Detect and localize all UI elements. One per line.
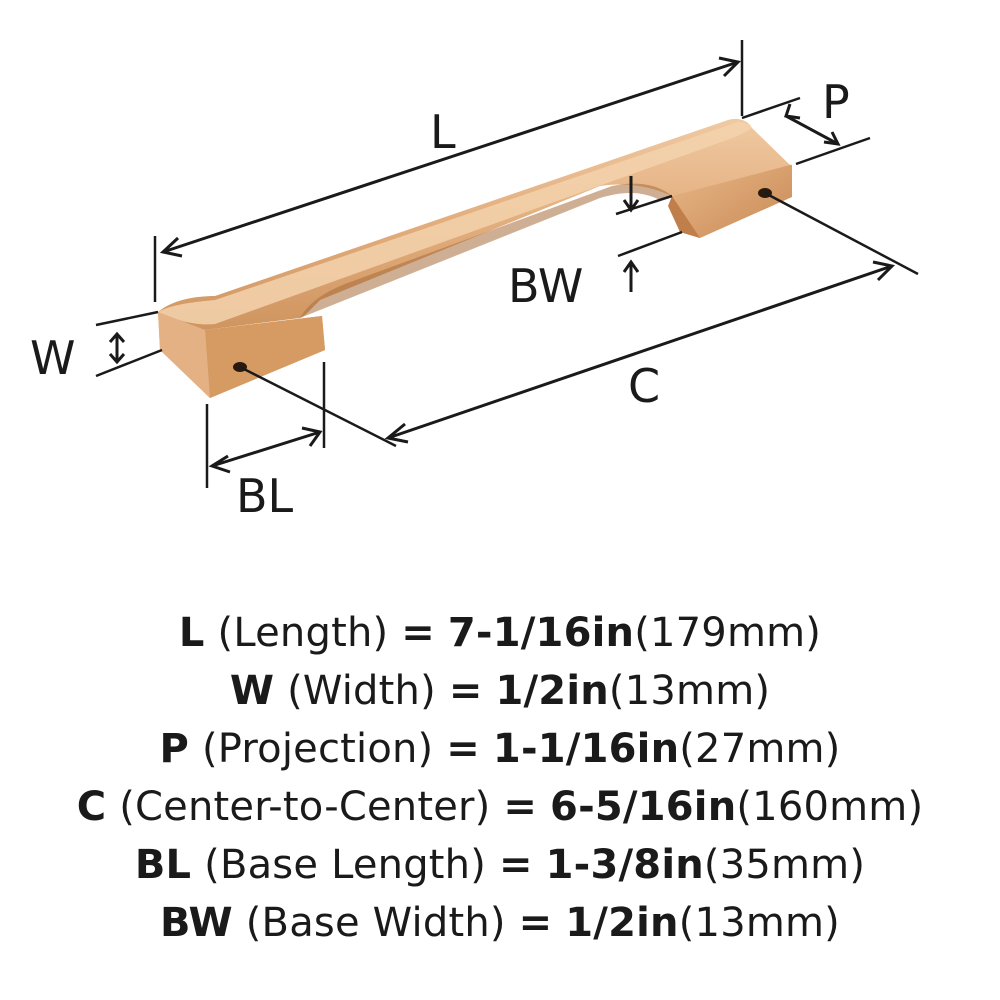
spec-base-width: BW (Base Width) = 1/2in(13mm) — [0, 894, 1000, 952]
spec-value: 1-3/8in — [545, 842, 704, 888]
spec-name: (Center-to-Center) — [119, 784, 491, 830]
cabinet-pull-illustration — [158, 118, 792, 398]
spec-equals: = — [446, 726, 480, 772]
label-C: C — [628, 359, 660, 413]
spec-value: 1/2in — [495, 668, 609, 714]
label-BW: BW — [508, 259, 583, 313]
spec-metric: (35mm) — [703, 842, 866, 888]
spec-label: W — [229, 668, 275, 714]
spec-name: (Base Width) — [245, 900, 506, 946]
spec-equals: = — [518, 900, 553, 946]
dimension-lines — [95, 40, 919, 488]
spec-label: C — [76, 784, 107, 830]
spec-name: (Length) — [217, 610, 389, 656]
spec-metric: (13mm) — [608, 668, 771, 714]
spec-metric: (160mm) — [736, 784, 924, 830]
spec-metric: (179mm) — [634, 610, 822, 656]
spec-metric: (13mm) — [678, 900, 840, 946]
right-base-side — [668, 196, 700, 238]
spec-equals: = — [401, 610, 435, 656]
spec-equals: = — [503, 784, 538, 830]
spec-length: L (Length) = 7-1/16in(179mm) — [0, 604, 1000, 662]
spec-label: L — [178, 610, 205, 656]
label-L: L — [430, 105, 456, 159]
spec-name: (Base Length) — [204, 842, 487, 888]
spec-center-to-center: C (Center-to-Center) = 6-5/16in(160mm) — [0, 778, 1000, 836]
spec-value: 6-5/16in — [550, 784, 737, 830]
spec-value: 7-1/16in — [447, 610, 635, 656]
spec-equals: = — [448, 668, 483, 714]
dimension-diagram: L P W BW C BL — [30, 40, 919, 523]
spec-projection: P (Projection) = 1-1/16in(27mm) — [0, 720, 1000, 778]
spec-label: P — [159, 726, 190, 772]
spec-name: (Projection) — [201, 726, 434, 772]
right-base — [672, 160, 792, 238]
label-BL: BL — [236, 469, 294, 523]
spec-value: 1-1/16in — [492, 726, 680, 772]
spec-equals: = — [498, 842, 533, 888]
spec-base-length: BL (Base Length) = 1-3/8in(35mm) — [0, 836, 1000, 894]
spec-metric: (27mm) — [679, 726, 841, 772]
bar-front-lip — [158, 121, 752, 325]
left-base-front — [205, 316, 325, 398]
spec-width: W (Width) = 1/2in(13mm) — [0, 662, 1000, 720]
label-W: W — [30, 331, 75, 385]
spec-value: 1/2in — [565, 900, 679, 946]
spec-label: BW — [160, 900, 233, 946]
label-P: P — [822, 75, 850, 129]
spec-label: BL — [134, 842, 192, 888]
spec-name: (Width) — [287, 668, 436, 714]
left-base-side — [158, 312, 210, 398]
specification-list: L (Length) = 7-1/16in(179mm) W (Width) =… — [0, 604, 1000, 952]
